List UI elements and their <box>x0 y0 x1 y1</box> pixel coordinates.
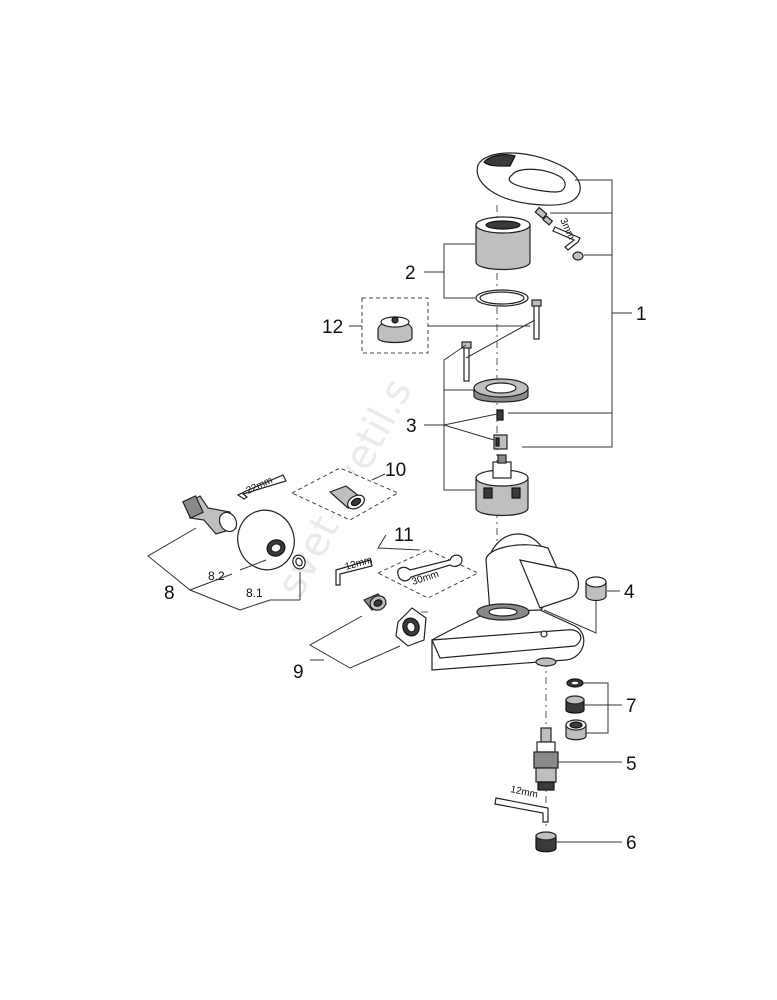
spindle-adapter <box>493 434 508 450</box>
long-screw-left <box>461 341 472 382</box>
long-screw-right <box>531 299 542 340</box>
leader-11 <box>377 534 421 551</box>
callout-2: 2 <box>405 263 416 284</box>
cover-sleeve <box>475 216 531 271</box>
hex-key-12mm-bottom-label: 12mm <box>509 784 538 801</box>
callout-8-1: 8.1 <box>246 586 263 600</box>
wrench-30mm-icon <box>397 554 463 582</box>
offset-adapter <box>328 485 366 510</box>
leader-2 <box>443 243 475 299</box>
o-ring <box>475 289 529 307</box>
wall-flange <box>237 509 295 571</box>
leader-3 <box>443 344 475 491</box>
diverter-knob <box>535 831 557 853</box>
lever-handle <box>476 152 581 206</box>
hex-key-22mm-label: 22mm <box>245 475 275 497</box>
callout-7: 7 <box>626 696 637 717</box>
diverter-cartridge <box>533 727 559 791</box>
callout-6: 6 <box>626 833 637 854</box>
hex-key-12mm-bottom-icon <box>494 797 549 823</box>
cartridge-cap <box>377 316 413 344</box>
retaining-nut <box>473 378 529 403</box>
callout-8-2: 8.2 <box>208 569 225 583</box>
callout-5: 5 <box>626 754 637 775</box>
hex-key-22mm-icon <box>236 474 287 500</box>
callout-11: 11 <box>394 525 414 546</box>
callout-12: 12 <box>322 317 343 338</box>
grub-screw <box>534 206 554 226</box>
callout-1: 1 <box>636 304 647 325</box>
callout-9: 9 <box>293 662 304 683</box>
connection-nipple <box>363 593 387 611</box>
aerator-washer <box>566 678 584 688</box>
s-union <box>182 495 238 535</box>
hex-key-12mm-top-icon <box>335 559 373 586</box>
union-nut <box>395 607 427 647</box>
leader-7 <box>583 682 609 734</box>
callout-8: 8 <box>164 583 175 604</box>
mixer-body <box>431 533 585 671</box>
small-pin <box>496 409 504 421</box>
callout-3: 3 <box>406 416 417 437</box>
leader-9 <box>308 615 401 669</box>
callout-10: 10 <box>385 460 406 481</box>
aerator-sleeve <box>565 719 587 741</box>
hex-key-3mm-icon <box>552 226 581 251</box>
aerator-insert <box>565 695 585 714</box>
hex-key-12mm-top-label: 12mm <box>344 555 374 573</box>
callout-4: 4 <box>624 582 635 603</box>
cartridge <box>475 454 529 517</box>
leader-8 <box>147 527 233 591</box>
cap-plug-small <box>572 251 584 261</box>
fibre-washer <box>292 554 306 570</box>
cap-plug <box>585 576 607 602</box>
leader-10 <box>371 473 386 481</box>
